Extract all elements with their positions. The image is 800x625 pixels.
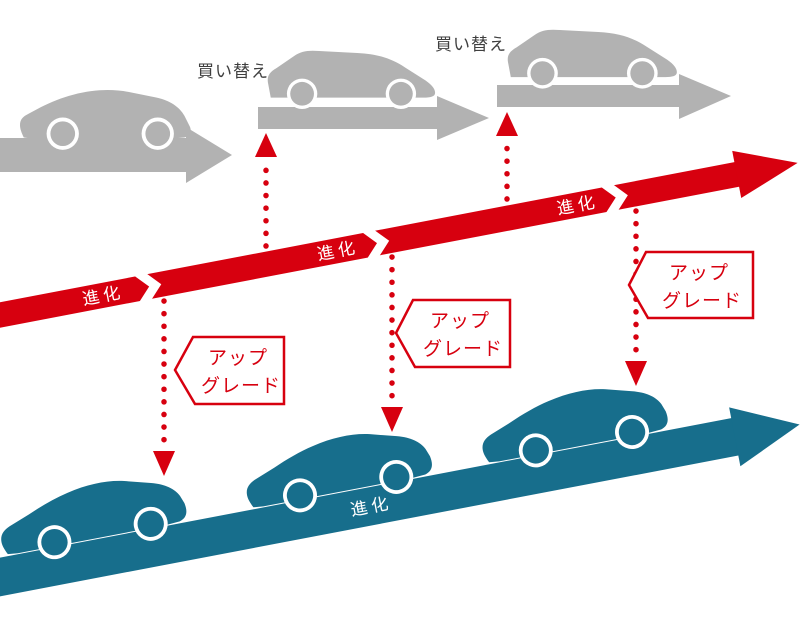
gray-car-2: [267, 50, 436, 109]
arrowhead-up-2: [496, 112, 518, 136]
arrowhead-down-2: [381, 407, 403, 432]
upgrade-badge-3: アップ グレード: [627, 250, 755, 320]
gray-arrow-3: [497, 74, 731, 119]
gray-arrow-2: [258, 96, 489, 140]
upgrade-badge-2-line1: アップ: [430, 310, 490, 332]
red-arrowhead: [732, 150, 798, 199]
chevron-break-3: [600, 179, 628, 219]
gray-replace-tracks: [0, 29, 731, 183]
red-evolution-band: 進化 進化 進化: [0, 150, 798, 329]
upgrade-badge-1-line2: グレード: [201, 375, 281, 397]
buy-replace-label-2: 買い替え: [435, 35, 507, 54]
arrowhead-up-1: [255, 133, 277, 157]
teal-arrowhead: [729, 407, 800, 467]
arrowhead-down-1: [153, 451, 175, 476]
upgrade-badge-1: アップ グレード: [173, 335, 286, 406]
gray-car-3: [507, 29, 677, 89]
teal-evolution-band: 進化: [0, 375, 800, 598]
upgrade-badge-2: アップ グレード: [394, 298, 512, 369]
replace-dotted-arrows: [255, 112, 518, 249]
chevron-break-1: [133, 268, 162, 308]
upgrade-badge-3-line1: アップ: [669, 262, 729, 284]
arrowhead-down-3: [625, 361, 647, 386]
buy-replace-label-1: 買い替え: [197, 62, 269, 81]
upgrade-badge-3-line2: グレード: [662, 290, 742, 312]
upgrade-badge-1-line1: アップ: [208, 347, 268, 369]
chevron-break-2: [361, 224, 390, 265]
upgrade-badge-2-line2: グレード: [423, 338, 503, 360]
